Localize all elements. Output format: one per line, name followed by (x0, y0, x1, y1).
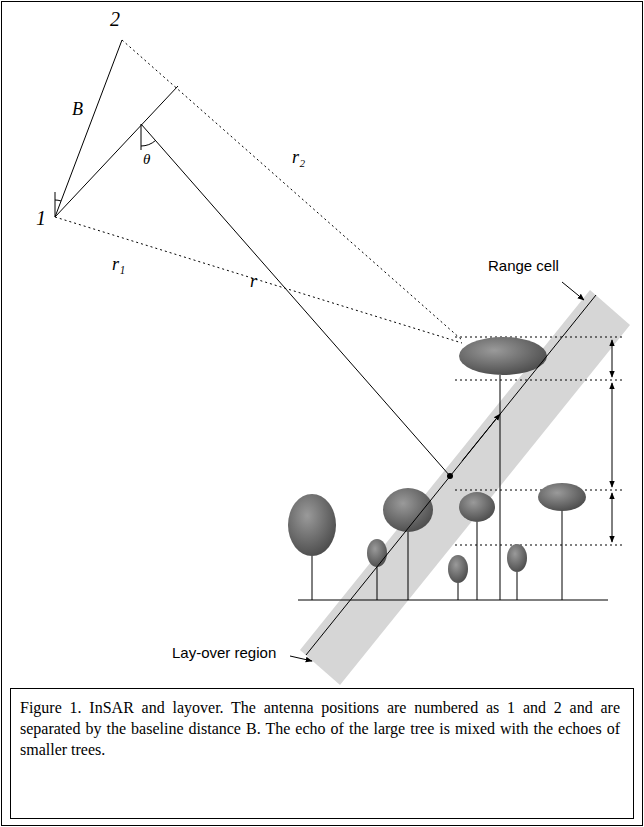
angle-label: θ (143, 151, 150, 168)
range-label: r (250, 272, 257, 292)
antenna-number: 1 (36, 207, 46, 229)
region-label: Lay-over region (172, 645, 276, 662)
region-label: Range cell (488, 258, 559, 275)
baseline-label: B (72, 100, 83, 120)
range-label: r₂ (292, 148, 305, 168)
figure-caption: Figure 1. InSAR and layover. The antenna… (20, 698, 620, 760)
range-label: r₁ (112, 255, 125, 275)
antenna-number: 2 (110, 8, 120, 30)
